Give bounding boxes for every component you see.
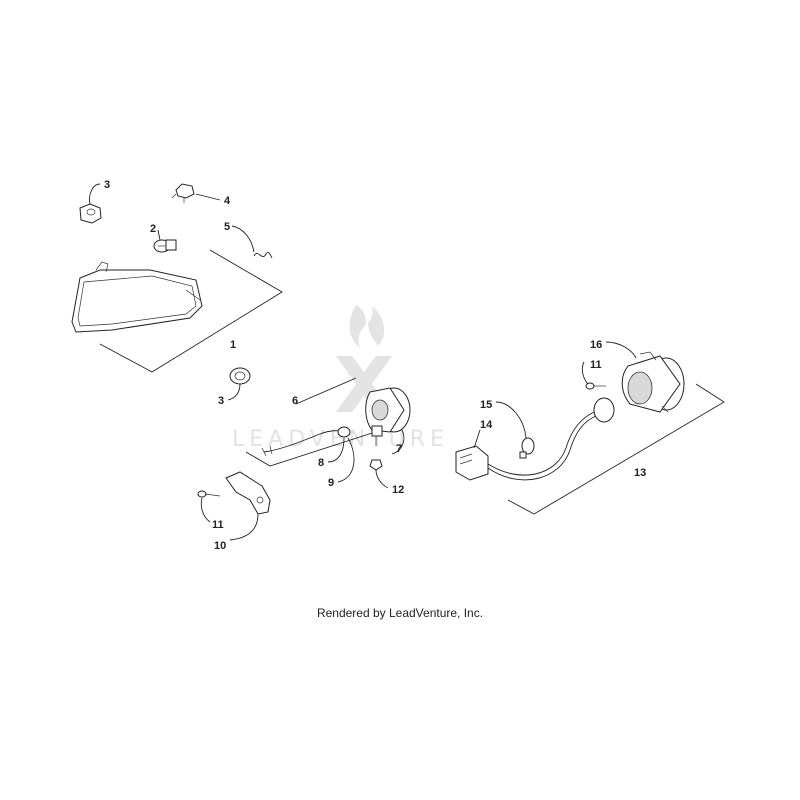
- credit-text: Rendered by LeadVenture, Inc.: [316, 606, 484, 620]
- rubber-cap-top: [79, 203, 102, 224]
- harness-socket: [593, 397, 615, 423]
- grommet-part-3: [229, 367, 251, 385]
- nut-part-12: [369, 459, 383, 471]
- screw-right: [585, 382, 606, 390]
- callout-5: 5: [224, 221, 230, 233]
- callout-6: 6: [292, 395, 298, 407]
- bulb-part-2: [153, 239, 177, 253]
- bulb-part-15: [519, 437, 535, 459]
- screw-left: [197, 490, 221, 498]
- callout-8: 8: [318, 457, 324, 469]
- headlight-housing: [71, 261, 203, 333]
- callout-2: 2: [150, 223, 156, 235]
- callout-7: 7: [396, 443, 402, 455]
- callout-10: 10: [214, 540, 226, 552]
- fog-lamp-part-16: [621, 351, 685, 413]
- callout-13: 13: [634, 467, 646, 479]
- callout-3-top: 3: [104, 179, 110, 191]
- leader-lines: [89, 183, 637, 541]
- group-outline-1: [99, 249, 283, 373]
- socket-part-4: [171, 183, 195, 203]
- fog-light-housing: [365, 387, 411, 446]
- connector-part-14: [455, 445, 489, 481]
- callout-3-middle: 3: [218, 395, 224, 407]
- callout-11-right: 11: [590, 359, 602, 371]
- callout-4: 4: [224, 195, 231, 207]
- harness-wire: [487, 415, 597, 481]
- group-outline-6: [245, 377, 401, 467]
- callout-15: 15: [480, 399, 492, 411]
- bulb-part-9: [337, 426, 351, 438]
- callout-1: 1: [230, 339, 236, 351]
- callout-16: 16: [590, 339, 602, 351]
- wire-part-5: [253, 251, 273, 259]
- callout-12: 12: [392, 484, 404, 496]
- callout-11-left: 11: [212, 519, 224, 531]
- callout-9: 9: [328, 477, 334, 489]
- wire-ends: [261, 445, 273, 457]
- group-outline-13: [507, 383, 725, 515]
- bracket-part-10: [225, 471, 271, 515]
- callout-14: 14: [480, 419, 493, 431]
